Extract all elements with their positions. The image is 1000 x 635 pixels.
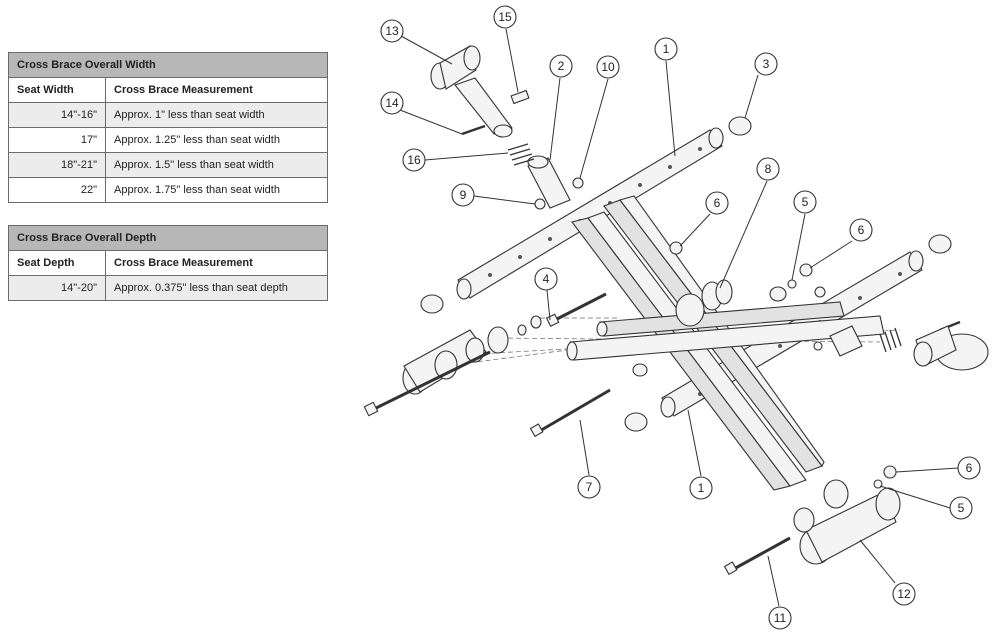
depth-table-col-seat-depth: Seat Depth	[8, 250, 106, 276]
svg-text:5: 5	[958, 501, 965, 515]
callout-11: 11	[768, 606, 792, 630]
svg-text:12: 12	[897, 587, 911, 601]
left-connectors	[402, 315, 542, 395]
callout-14: 14	[380, 91, 404, 115]
svg-text:15: 15	[498, 10, 512, 24]
callout-7: 7	[577, 475, 601, 499]
callout-12: 12	[892, 582, 916, 606]
svg-text:2: 2	[558, 59, 565, 73]
measurement-cell: Approx. 1.5" less than seat width	[105, 152, 328, 178]
callout-8: 8	[756, 157, 780, 181]
plunger-assembly-part	[430, 45, 571, 209]
svg-text:3: 3	[763, 57, 770, 71]
callout-1-top: 1	[654, 37, 678, 61]
measurement-cell: Approx. 0.375" less than seat depth	[105, 275, 328, 301]
measurement-cell: Approx. 1" less than seat width	[105, 102, 328, 128]
measurement-cell: Approx. 1.25" less than seat width	[105, 127, 328, 153]
table-row: 18"-21" Approx. 1.5" less than seat widt…	[8, 152, 328, 178]
svg-text:4: 4	[543, 272, 550, 286]
table-row: 17" Approx. 1.25" less than seat width	[8, 127, 328, 153]
callout-1-bottom: 1	[689, 476, 713, 500]
svg-text:5: 5	[802, 195, 809, 209]
svg-text:9: 9	[460, 188, 467, 202]
cross-brace-depth-table: Cross Brace Overall Depth Seat Depth Cro…	[8, 225, 328, 301]
svg-text:6: 6	[714, 196, 721, 210]
callout-15: 15	[493, 5, 517, 29]
table-row: 14"-20" Approx. 0.375" less than seat de…	[8, 275, 328, 301]
callout-16: 16	[402, 148, 426, 172]
callout-6-mid: 6	[705, 191, 729, 215]
callout-5-mid: 5	[793, 190, 817, 214]
callout-4: 4	[534, 267, 558, 291]
svg-text:10: 10	[601, 60, 615, 74]
callout-10: 10	[596, 55, 620, 79]
cross-brace-channels	[566, 195, 885, 491]
seat-depth-cell: 14"-20"	[8, 275, 106, 301]
callout-6-right: 6	[849, 218, 873, 242]
depth-table-title: Cross Brace Overall Depth	[8, 225, 328, 251]
svg-text:11: 11	[774, 611, 787, 625]
seat-width-cell: 14"-16"	[8, 102, 106, 128]
svg-text:16: 16	[407, 153, 421, 167]
spring-connector-part	[675, 279, 733, 327]
svg-text:14: 14	[385, 96, 399, 110]
bottom-connector-part	[793, 479, 901, 565]
callout-9: 9	[451, 183, 475, 207]
svg-text:6: 6	[858, 223, 865, 237]
callout-6-bottom: 6	[957, 456, 981, 480]
end-caps-and-hardware	[420, 116, 952, 489]
svg-text:7: 7	[586, 480, 593, 494]
right-plunger-assembly-part	[829, 325, 989, 371]
callout-2: 2	[549, 54, 573, 78]
seat-width-cell: 18"-21"	[8, 152, 106, 178]
svg-text:1: 1	[663, 42, 670, 56]
callout-13: 13	[380, 19, 404, 43]
svg-text:13: 13	[385, 24, 399, 38]
table-row: 22" Approx. 1.75" less than seat width	[8, 177, 328, 203]
table-row: 14"-16" Approx. 1" less than seat width	[8, 102, 328, 128]
callout-leaders	[399, 28, 959, 607]
svg-text:6: 6	[966, 461, 973, 475]
measurement-cell: Approx. 1.75" less than seat width	[105, 177, 328, 203]
seat-width-cell: 22"	[8, 177, 106, 203]
cross-brace-width-table: Cross Brace Overall Width Seat Width Cro…	[8, 52, 328, 203]
bolts	[363, 124, 961, 576]
svg-text:8: 8	[765, 162, 772, 176]
callout-5-bottom: 5	[949, 496, 973, 520]
width-table-title: Cross Brace Overall Width	[8, 52, 328, 78]
callout-3: 3	[754, 52, 778, 76]
svg-text:1: 1	[698, 481, 705, 495]
